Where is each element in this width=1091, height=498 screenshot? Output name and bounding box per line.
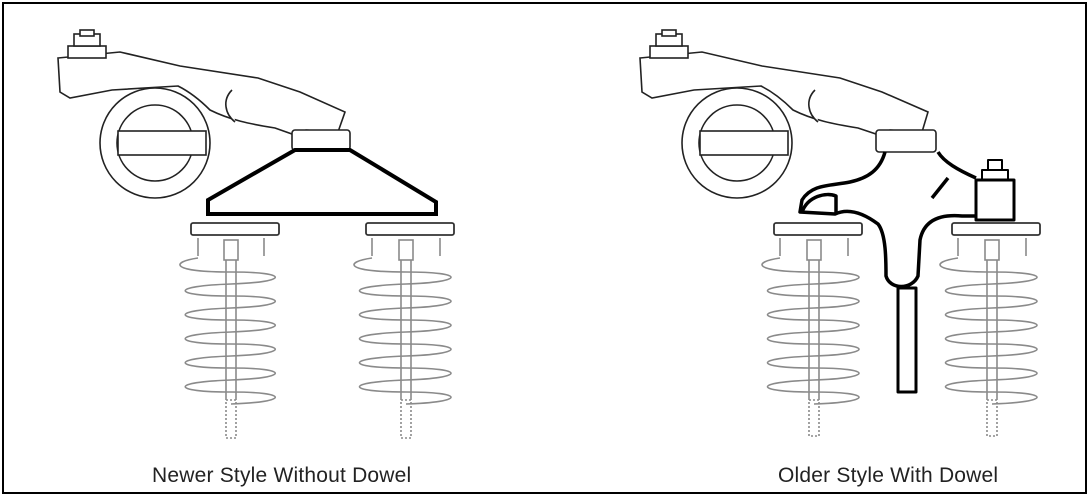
right-valve-bridge	[798, 151, 1016, 394]
left-valve-spring-2	[353, 222, 455, 439]
left-rocker-arm	[57, 29, 351, 199]
caption-older-style: Older Style With Dowel	[778, 464, 999, 487]
right-valve-spring-2	[939, 222, 1041, 437]
right-assembly	[639, 29, 1041, 437]
left-valve-spring-1	[179, 222, 280, 439]
right-rocker-arm	[639, 29, 937, 199]
caption-newer-style: Newer Style Without Dowel	[152, 464, 412, 487]
left-valve-bridge	[206, 148, 438, 216]
left-assembly	[57, 29, 455, 439]
right-valve-spring-1	[761, 222, 863, 437]
